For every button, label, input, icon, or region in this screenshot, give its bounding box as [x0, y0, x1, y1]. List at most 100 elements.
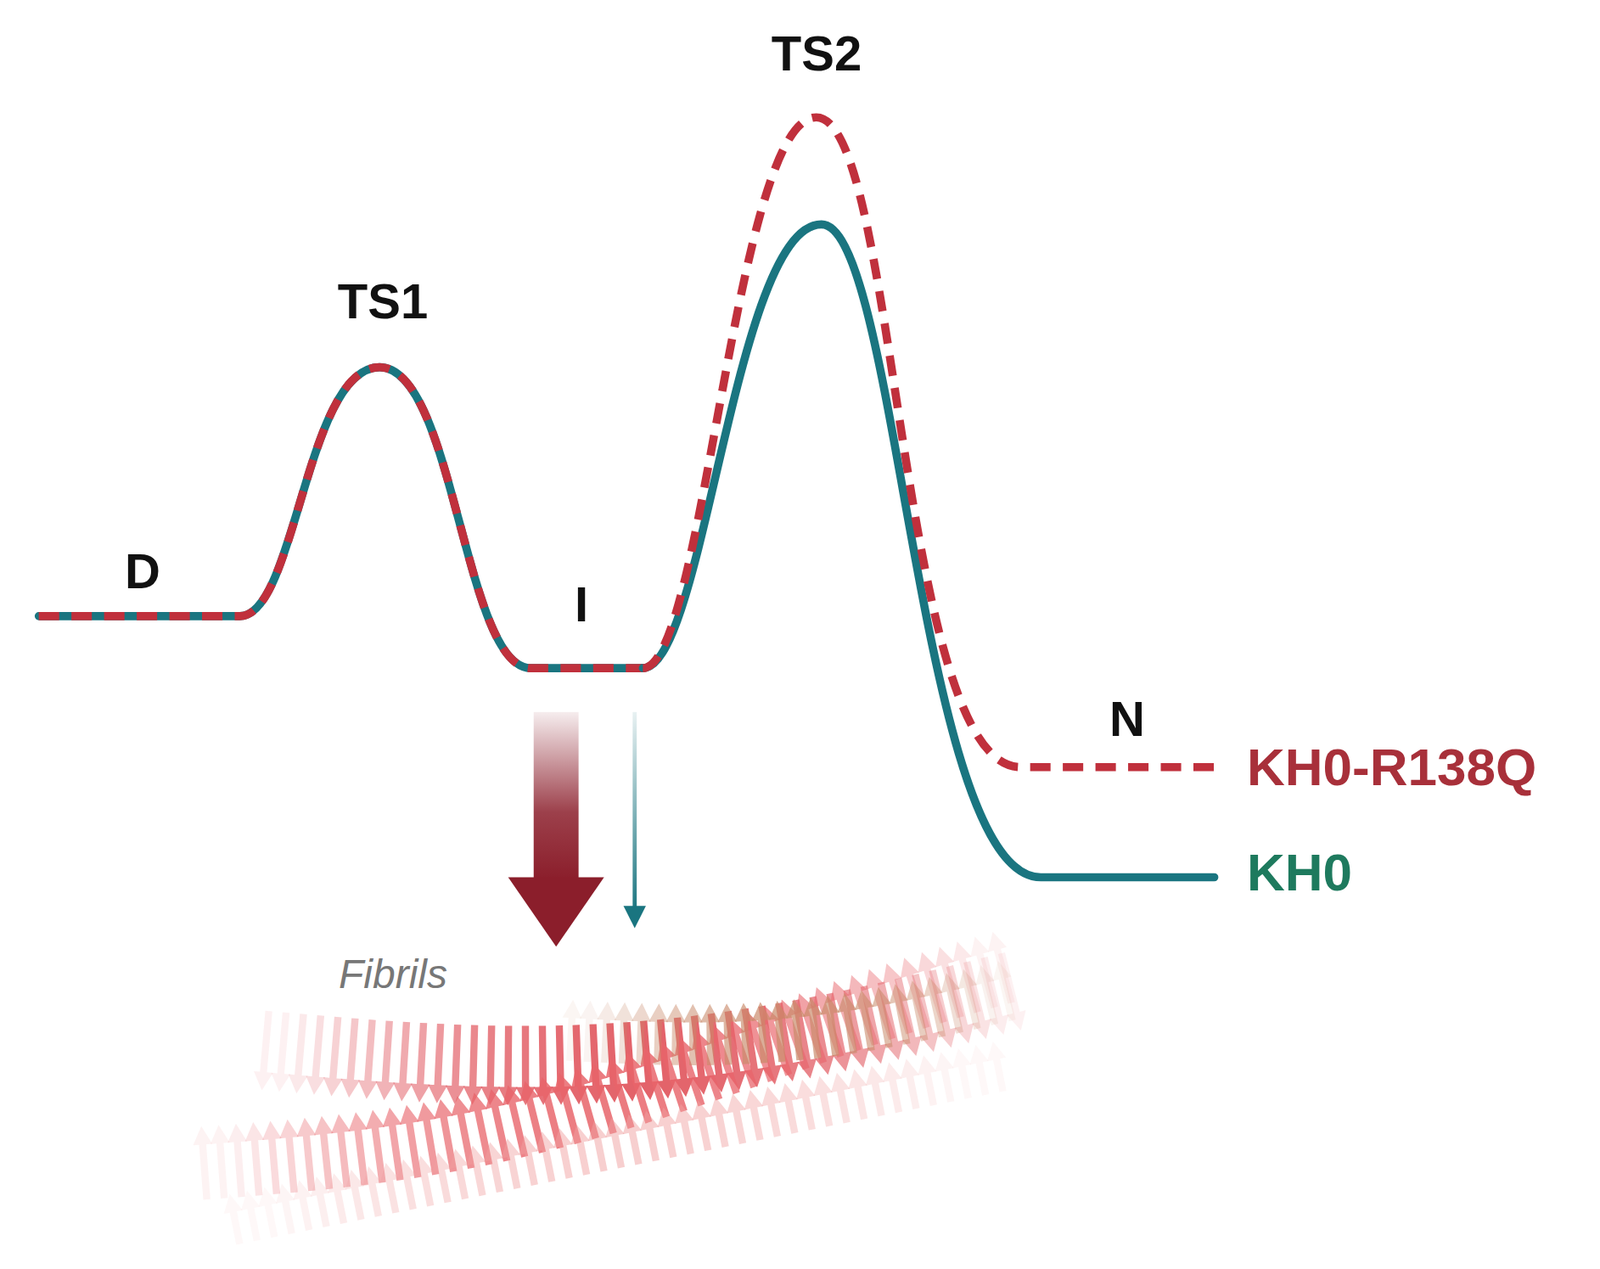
beta-strand-arrow: [596, 1001, 617, 1063]
beta-strand-arrow: [432, 1152, 452, 1204]
beta-strand-arrow: [275, 1183, 296, 1235]
series-label: KH0-R138Q: [1246, 741, 1537, 794]
beta-strand-arrow: [579, 1000, 600, 1062]
beta-strand-arrow: [935, 1051, 955, 1103]
beta-strand-arrow: [570, 1124, 590, 1176]
beta-strand-arrow: [674, 1103, 695, 1155]
beta-strand-arrow: [224, 1194, 244, 1246]
beta-strand-arrow: [717, 1003, 737, 1065]
state-label: TS2: [771, 28, 862, 79]
beta-strand-arrow: [640, 1111, 660, 1163]
beta-strand-arrow: [941, 972, 964, 1033]
beta-strand-arrow: [769, 1000, 789, 1062]
beta-strand-arrow: [837, 993, 858, 1055]
beta-strand-arrow: [605, 1117, 625, 1169]
fibril-label: Fibrils: [338, 954, 448, 995]
beta-strand-arrow: [414, 1156, 434, 1208]
beta-strand-arrow: [906, 980, 929, 1042]
energy-curve-kh0: [642, 224, 1214, 877]
beta-strand-arrow: [666, 1004, 686, 1066]
beta-strand-arrow: [588, 1121, 608, 1173]
beta-strand-arrow: [292, 1179, 313, 1231]
beta-strand-arrow: [709, 1096, 730, 1148]
beta-strand-arrow: [700, 1004, 720, 1066]
beta-strand-arrow: [258, 1186, 279, 1238]
beta-strand-arrow: [445, 1024, 466, 1105]
beta-strand-arrow: [917, 1055, 938, 1106]
beta-strand-arrow: [241, 1190, 261, 1242]
fibril-illustration: [192, 931, 1026, 1246]
beta-strand-arrow: [735, 1002, 755, 1064]
beta-strand-arrow: [279, 1119, 299, 1194]
beta-strand-arrow: [744, 1089, 764, 1141]
beta-strand-arrow: [871, 987, 893, 1049]
beta-strand-arrow: [802, 997, 823, 1059]
state-label: N: [1109, 694, 1146, 744]
beta-strand-arrow: [535, 1131, 556, 1183]
beta-strand-arrow: [761, 1086, 781, 1138]
beta-strand-arrow: [847, 1069, 868, 1121]
beta-strand-arrow: [830, 1072, 851, 1124]
beta-strand-arrow: [345, 1169, 365, 1221]
beta-strand-arrow: [192, 1126, 213, 1201]
beta-strand-arrow: [340, 1017, 360, 1098]
beta-strand-arrow: [288, 1013, 309, 1094]
aggregation-arrow-shaft-thin: [632, 712, 637, 913]
beta-strand-arrow: [305, 1015, 326, 1095]
beta-strand-arrow: [562, 999, 583, 1062]
beta-strand-arrow: [648, 1003, 669, 1065]
beta-strand-arrow: [631, 1003, 652, 1065]
beta-strand-arrow: [882, 1061, 903, 1113]
beta-strand-arrow: [270, 1012, 291, 1093]
beta-strand-arrow: [358, 1019, 378, 1100]
beta-strand-arrow: [463, 1025, 483, 1106]
aggregation-arrow-head: [508, 877, 605, 948]
beta-strand-arrow: [952, 1048, 972, 1100]
state-label: TS1: [337, 276, 428, 326]
energy-curve-mutant: [642, 117, 1219, 768]
beta-strand-arrow: [691, 1100, 712, 1151]
beta-strand-arrow: [889, 983, 911, 1045]
beta-strand-arrow: [623, 1114, 643, 1166]
beta-strand-arrow: [253, 1010, 274, 1091]
beta-strand-arrow: [210, 1124, 231, 1199]
beta-strand-arrow: [380, 1162, 400, 1214]
beta-strand-arrow: [392, 1021, 413, 1102]
beta-strand-arrow: [553, 1128, 573, 1179]
beta-strand-arrow: [779, 1083, 799, 1135]
state-label: D: [124, 546, 161, 596]
state-label: I: [574, 579, 589, 629]
beta-strand-arrow: [923, 976, 946, 1038]
beta-strand-arrow: [683, 1004, 703, 1066]
series-label: KH0: [1246, 846, 1353, 899]
beta-strand-arrow: [900, 1058, 921, 1110]
beta-strand-arrow: [518, 1134, 539, 1186]
beta-strand-arrow: [376, 1020, 396, 1101]
beta-strand-arrow: [657, 1107, 678, 1159]
energy-curve-common-dashed: [39, 367, 644, 669]
beta-strand-arrow: [854, 990, 876, 1052]
beta-strand-arrow: [410, 1022, 431, 1103]
beta-strand-arrow: [614, 1002, 635, 1064]
beta-strand-arrow: [501, 1138, 522, 1190]
beta-strand-arrow: [310, 1176, 331, 1228]
beta-strand-arrow: [397, 1159, 417, 1211]
beta-strand-arrow: [987, 1041, 1007, 1093]
beta-strand-arrow: [449, 1149, 469, 1201]
beta-strand-arrow: [262, 1120, 282, 1195]
aggregation-arrow-shaft: [533, 712, 579, 880]
beta-strand-arrow: [969, 1044, 989, 1096]
beta-strand-arrow: [362, 1166, 382, 1218]
aggregation-arrow-head-thin: [623, 905, 646, 928]
beta-strand-arrow: [427, 1023, 448, 1104]
beta-strand-arrow: [466, 1145, 487, 1196]
beta-strand-arrow: [820, 995, 841, 1057]
beta-strand-arrow: [323, 1016, 343, 1097]
beta-strand-arrow: [796, 1079, 816, 1131]
beta-strand-arrow: [993, 960, 1017, 1022]
beta-strand-arrow: [483, 1141, 504, 1193]
beta-strand-arrow: [813, 1076, 833, 1128]
beta-strand-arrow: [245, 1122, 265, 1196]
beta-strand-arrow: [785, 999, 806, 1061]
